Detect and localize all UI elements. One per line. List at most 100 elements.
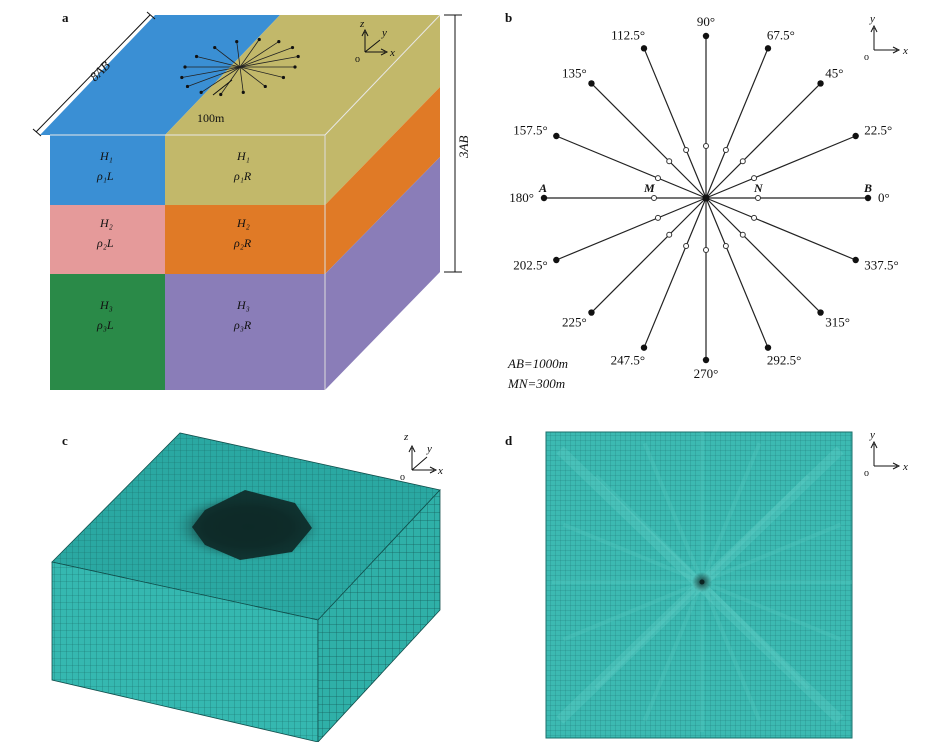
survey-ray — [556, 197, 707, 261]
star-ray — [239, 66, 244, 93]
layer3-right — [165, 274, 325, 390]
mesh-streak — [700, 474, 810, 584]
star-electrode — [213, 45, 217, 50]
center-point — [702, 194, 710, 202]
angle-label: 225° — [562, 314, 587, 329]
angle-label: 45° — [825, 66, 843, 81]
angle-label: 337.5° — [864, 257, 898, 272]
potential-electrode — [703, 247, 709, 253]
star-electrode — [241, 90, 245, 95]
mesh-streak — [642, 581, 704, 722]
star-electrode — [281, 75, 286, 80]
axis-d-o: o — [864, 468, 869, 479]
electrode-point — [553, 256, 560, 264]
survey-ray — [643, 48, 707, 199]
star-ray — [239, 56, 299, 68]
electrode-point — [553, 132, 560, 140]
mesh-front-face — [51, 561, 319, 742]
survey-ray — [705, 197, 821, 313]
point-b: B — [863, 181, 872, 195]
axes-a — [361, 28, 389, 56]
panel-d: d y o x — [505, 429, 908, 739]
electrode-point — [764, 45, 772, 52]
electrode-point — [640, 344, 648, 351]
survey-ray — [705, 197, 856, 261]
electrode-point — [702, 32, 710, 40]
star-ray — [200, 66, 241, 93]
l3-left-rho: ρ₃L — [96, 318, 114, 332]
axes-b — [870, 24, 901, 54]
electrode-point — [852, 256, 859, 264]
star-ray — [196, 56, 241, 68]
angle-labels: 0°22.5°45°67.5°90°112.5°135°157.5°180°20… — [509, 14, 898, 381]
angle-label: 90° — [697, 14, 715, 29]
electrode-point — [852, 132, 859, 140]
mesh-streak — [642, 442, 704, 583]
star-electrode — [185, 84, 190, 89]
axis-y: y — [381, 27, 387, 39]
axes-c — [408, 444, 438, 474]
survey-ray — [643, 197, 707, 348]
star-ray — [214, 47, 241, 68]
star-electrode — [296, 54, 300, 59]
potential-electrode — [722, 243, 729, 250]
axis-o: o — [355, 54, 360, 65]
star-electrode — [194, 54, 199, 59]
angle-label: 247.5° — [611, 353, 645, 368]
electrode-point — [640, 45, 648, 52]
point-n: N — [753, 181, 764, 195]
star-electrode — [235, 39, 239, 44]
axis-z: z — [359, 18, 365, 30]
width-dimension — [32, 11, 156, 137]
axis-d-x: x — [902, 461, 908, 473]
axis-x: x — [389, 47, 395, 59]
l1-right-h: H₁ — [236, 149, 250, 163]
ab-text: AB=1000m — [507, 356, 568, 371]
top-left-face — [40, 15, 280, 135]
axes-d — [870, 440, 901, 470]
potential-electrode — [751, 175, 758, 182]
layer3-left — [50, 274, 165, 390]
axis-b-x: x — [902, 45, 908, 57]
angle-label: 157.5° — [513, 123, 547, 138]
potential-electrode — [703, 143, 709, 149]
angle-label: 315° — [825, 314, 850, 329]
mesh-streak — [562, 580, 703, 642]
point-a: A — [538, 181, 547, 195]
potential-electrode — [683, 146, 690, 153]
potential-electrode — [666, 158, 673, 165]
potential-electrode — [651, 195, 657, 201]
mesh-streak — [701, 580, 842, 642]
panel-c: c z y o x — [51, 431, 443, 742]
layer1-right — [165, 135, 325, 205]
star-electrode — [219, 92, 223, 97]
star-electrode — [199, 90, 203, 95]
survey-ray — [705, 135, 856, 199]
star-electrode — [257, 37, 261, 42]
potential-electrode — [683, 243, 690, 250]
panel-a-letter: a — [62, 10, 69, 25]
electrode-point — [864, 194, 872, 202]
survey-ray — [556, 135, 707, 199]
layer2-right — [165, 205, 325, 274]
mesh-streak — [701, 522, 842, 584]
panel-b-letter: b — [505, 10, 512, 25]
star-ray — [239, 66, 284, 78]
mesh-streak — [700, 580, 810, 690]
axis-d-y: y — [869, 429, 875, 441]
potential-electrode — [654, 214, 661, 221]
l3-left-h: H₃ — [99, 298, 113, 312]
potential-electrode — [654, 175, 661, 182]
potential-electrode — [722, 146, 729, 153]
layer1-left — [50, 135, 165, 205]
electrode-point — [588, 309, 595, 316]
star-electrode — [277, 39, 281, 44]
electrode-point — [817, 80, 824, 87]
panel-a: a H₁ ρ₁L H₁ ρ₁R H₂ ρ₂L H₂ ρ₂R H₃ ρ₃L — [32, 10, 471, 390]
star-electrode — [290, 45, 295, 50]
l3-right-rho: ρ₃R — [233, 318, 252, 332]
angle-label: 180° — [509, 190, 534, 205]
panel-b: b 0°22.5°45°67.5°90°112.5°135°157.5°180°… — [505, 10, 908, 391]
axis-b-o: o — [864, 52, 869, 63]
